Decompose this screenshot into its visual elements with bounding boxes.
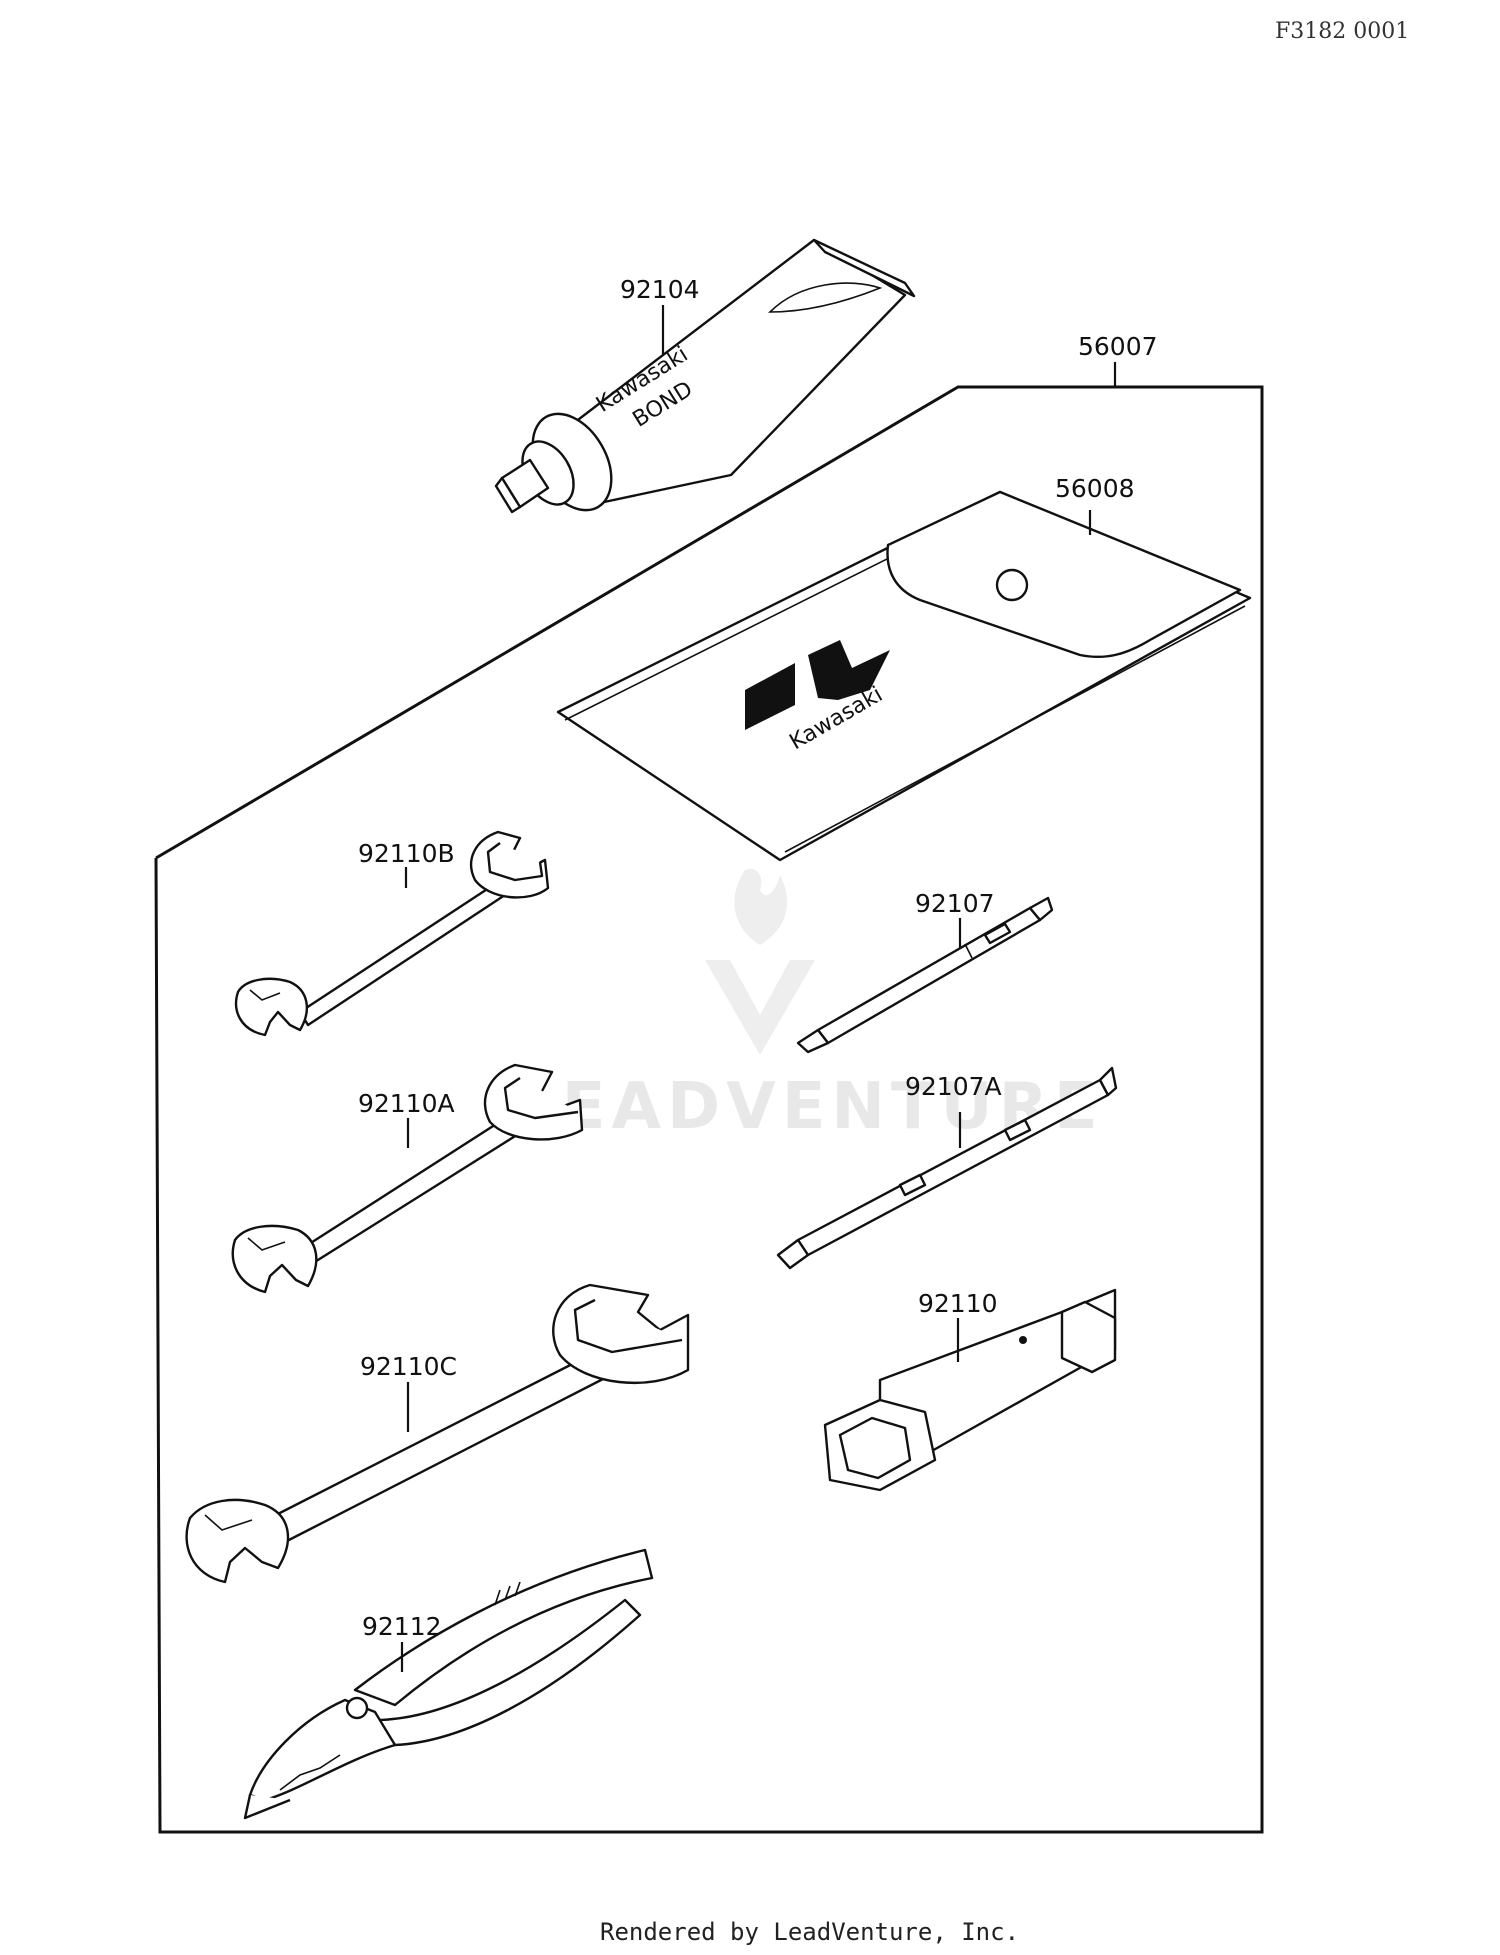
part-label-56007[interactable]: 56007 <box>1078 332 1158 361</box>
screwdriver-92107-drawing <box>796 896 1054 1054</box>
part-label-92110B[interactable]: 92110B <box>358 839 455 868</box>
part-label-92107A[interactable]: 92107A <box>905 1072 1002 1101</box>
part-label-92110[interactable]: 92110 <box>918 1289 998 1318</box>
leadventure-watermark: LEADVENTURE <box>515 868 1098 1144</box>
spark-plug-wrench-drawing <box>823 1288 1117 1492</box>
wrench-92110B-drawing <box>234 830 550 1037</box>
kit-outline <box>154 385 1264 1834</box>
wrench-92110C-drawing <box>185 1283 690 1584</box>
part-label-92112[interactable]: 92112 <box>362 1612 442 1641</box>
part-label-92110A[interactable]: 92110A <box>358 1089 455 1118</box>
part-label-92104[interactable]: 92104 <box>620 275 700 304</box>
pliers-drawing <box>243 1548 654 1820</box>
bond-tube-drawing: Kawasaki BOND <box>494 238 916 514</box>
part-label-56008[interactable]: 56008 <box>1055 474 1135 503</box>
reference-code: F3182 0001 <box>1275 19 1409 44</box>
screwdriver-92107A-drawing <box>776 1066 1118 1270</box>
tool-pouch-drawing: Kawasaki <box>556 490 1252 862</box>
part-label-92110C[interactable]: 92110C <box>360 1352 457 1381</box>
wrench-92110A-drawing <box>231 1063 584 1294</box>
footer-credit: Rendered by LeadVenture, Inc. <box>600 1918 1019 1946</box>
part-label-92107[interactable]: 92107 <box>915 889 995 918</box>
